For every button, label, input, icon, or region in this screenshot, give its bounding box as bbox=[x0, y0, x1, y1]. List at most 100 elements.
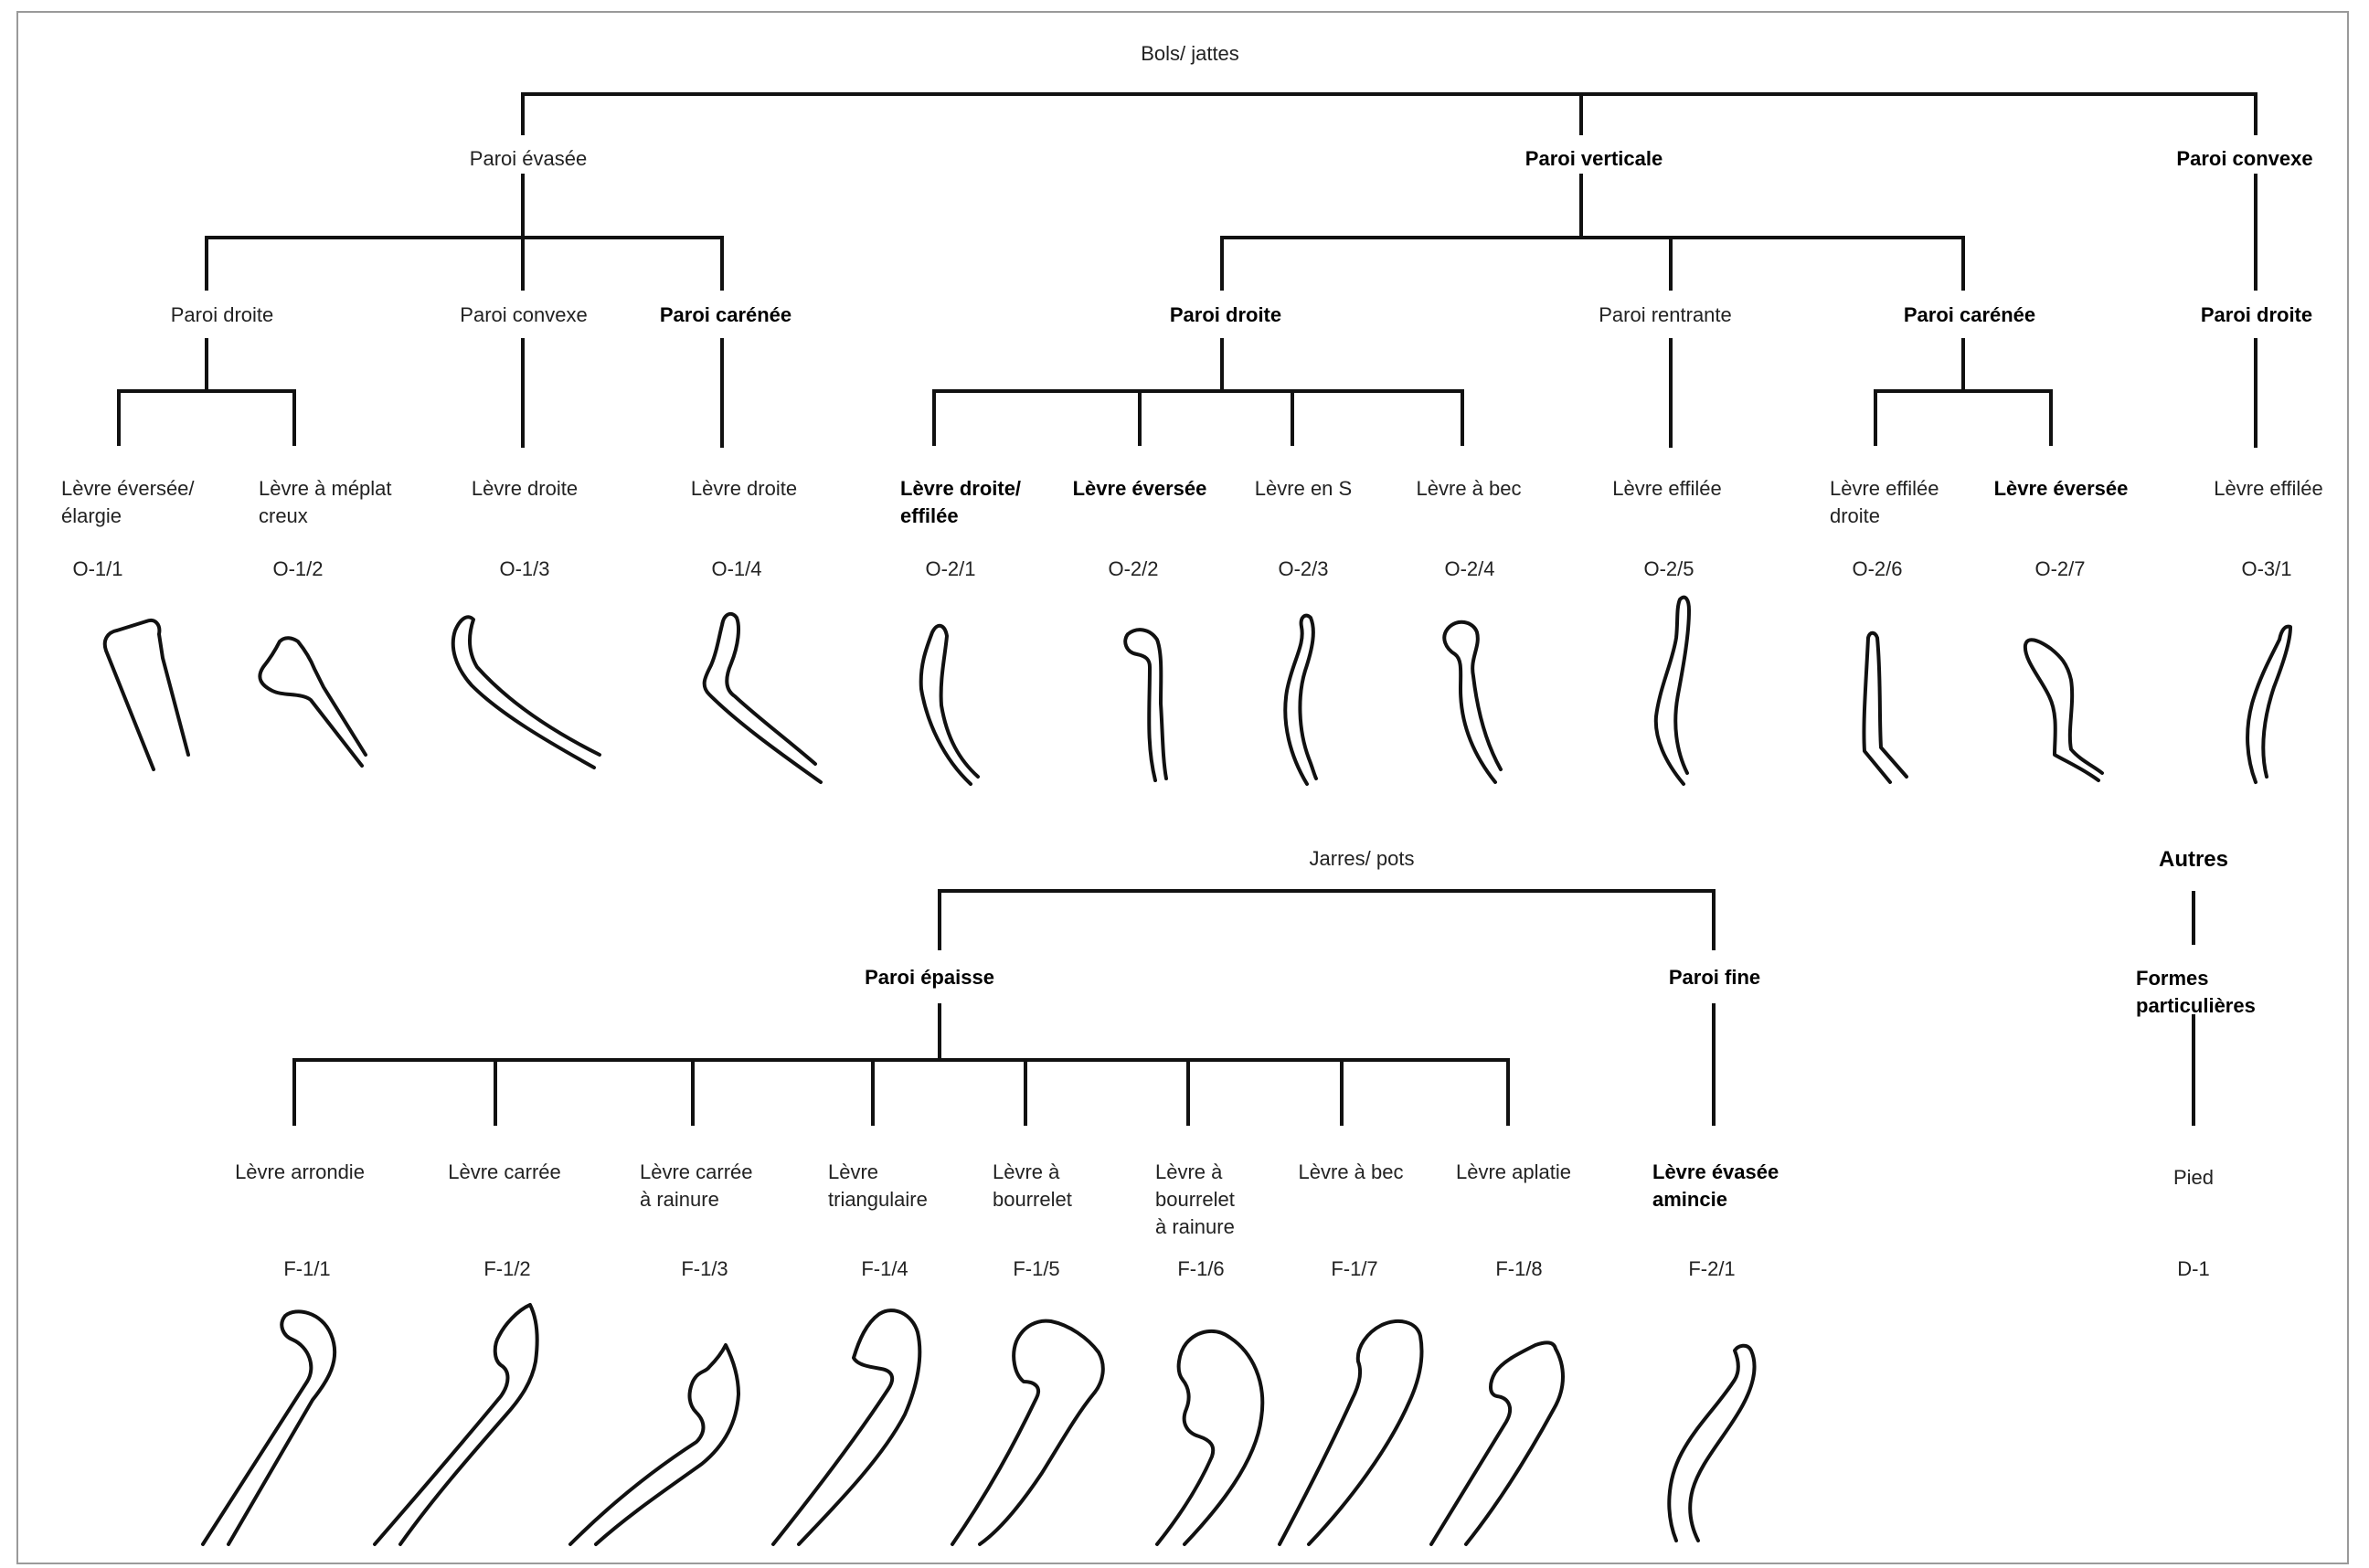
type-code: F-1/6 bbox=[1177, 1257, 1224, 1280]
jarres-tree-lines bbox=[292, 889, 1716, 1126]
type-label: Lèvre éversée bbox=[1994, 477, 2129, 500]
convexe-droite-label: Paroi droite bbox=[2201, 303, 2312, 326]
type-label: Lèvre évasée bbox=[1652, 1160, 1779, 1183]
type-code: O-2/4 bbox=[1444, 557, 1494, 580]
type-label: amincie bbox=[1652, 1188, 1727, 1211]
evasee-droite-label: Paroi droite bbox=[171, 303, 274, 326]
type-label: Lèvre droite bbox=[691, 477, 797, 500]
type-code: O-2/7 bbox=[2034, 557, 2085, 580]
type-code: F-1/8 bbox=[1495, 1257, 1542, 1280]
type-label: Lèvre arrondie bbox=[235, 1160, 365, 1183]
jarres-labels: Jarres/ pots Paroi épaisse Paroi fine Lè… bbox=[235, 847, 1779, 1280]
fine-label: Paroi fine bbox=[1669, 966, 1760, 989]
profile-F-1-1 bbox=[201, 1309, 337, 1546]
type-code: F-2/1 bbox=[1688, 1257, 1735, 1280]
profile-F-1-7 bbox=[1278, 1319, 1424, 1546]
type-code: F-1/7 bbox=[1331, 1257, 1377, 1280]
profile-F-2-1 bbox=[1667, 1343, 1757, 1542]
type-code: F-1/2 bbox=[483, 1257, 530, 1280]
pied-label: Pied bbox=[2173, 1166, 2214, 1189]
type-label: Lèvre aplatie bbox=[1456, 1160, 1571, 1183]
type-label: Lèvre éversée bbox=[1073, 477, 1207, 500]
type-label: Lèvre éversée/ bbox=[61, 477, 195, 500]
profile-O-3-1 bbox=[2246, 624, 2292, 784]
verticale-rentrante-label: Paroi rentrante bbox=[1599, 303, 1732, 326]
formes-label: Formes bbox=[2136, 967, 2208, 990]
profile-O-2-1 bbox=[919, 623, 980, 786]
bols-profiles bbox=[102, 595, 2292, 786]
type-label: Lèvre bbox=[828, 1160, 878, 1183]
epaisse-label: Paroi épaisse bbox=[865, 966, 994, 989]
type-label: bourrelet bbox=[1155, 1188, 1235, 1211]
type-label: creux bbox=[259, 504, 308, 527]
type-label: bourrelet bbox=[993, 1188, 1072, 1211]
evasee-convexe-label: Paroi convexe bbox=[460, 303, 587, 326]
profile-F-1-3 bbox=[568, 1343, 740, 1546]
profile-O-2-3 bbox=[1283, 613, 1318, 786]
profile-O-1-4 bbox=[702, 611, 823, 784]
verticale-droite-label: Paroi droite bbox=[1170, 303, 1281, 326]
type-label: Lèvre effilée bbox=[1830, 477, 1939, 500]
type-label: Lèvre droite/ bbox=[900, 477, 1021, 500]
profile-F-1-2 bbox=[373, 1303, 539, 1546]
jarres-profiles bbox=[201, 1303, 1757, 1546]
type-code: F-1/3 bbox=[681, 1257, 728, 1280]
profile-O-1-3 bbox=[451, 615, 601, 769]
profile-O-1-1 bbox=[102, 619, 190, 771]
type-label: à rainure bbox=[1155, 1215, 1235, 1238]
profile-O-2-6 bbox=[1862, 630, 1908, 784]
profile-O-2-4 bbox=[1442, 620, 1503, 784]
profile-F-1-5 bbox=[951, 1319, 1105, 1546]
profile-F-1-4 bbox=[771, 1308, 922, 1546]
verticale-label: Paroi verticale bbox=[1525, 147, 1663, 170]
type-label: Lèvre carrée bbox=[448, 1160, 561, 1183]
type-code: O-1/2 bbox=[272, 557, 323, 580]
jarres-title: Jarres/ pots bbox=[1310, 847, 1415, 870]
convexe-label: Paroi convexe bbox=[2176, 147, 2312, 170]
bols-title: Bols/ jattes bbox=[1141, 42, 1239, 65]
type-code: O-2/1 bbox=[925, 557, 975, 580]
type-label: Lèvre droite bbox=[472, 477, 578, 500]
type-label: Lèvre effilée bbox=[2214, 477, 2322, 500]
type-code: D-1 bbox=[2177, 1257, 2209, 1280]
type-label: Lèvre à méplat bbox=[259, 477, 392, 500]
type-label: Lèvre à bbox=[993, 1160, 1060, 1183]
type-label: Lèvre à bbox=[1155, 1160, 1223, 1183]
type-label: triangulaire bbox=[828, 1188, 928, 1211]
type-label: Lèvre à bec bbox=[1417, 477, 1522, 500]
type-label: Lèvre à bec bbox=[1299, 1160, 1404, 1183]
autres-branch: Autres Formes particulières Pied D-1 bbox=[2136, 847, 2256, 1280]
type-label: droite bbox=[1830, 504, 1880, 527]
type-code: F-1/1 bbox=[283, 1257, 330, 1280]
autres-title: Autres bbox=[2159, 847, 2228, 872]
evasee-carenee-label: Paroi carénée bbox=[660, 303, 791, 326]
evasee-label: Paroi évasée bbox=[470, 147, 587, 170]
type-code: O-2/5 bbox=[1643, 557, 1694, 580]
type-code: O-2/2 bbox=[1108, 557, 1158, 580]
type-code: O-1/1 bbox=[72, 557, 122, 580]
type-label: Lèvre effilée bbox=[1612, 477, 1721, 500]
type-label: élargie bbox=[61, 504, 122, 527]
type-code: O-1/4 bbox=[711, 557, 761, 580]
figure-frame bbox=[16, 11, 2349, 1564]
profile-F-1-8 bbox=[1429, 1340, 1565, 1546]
bols-tree-lines bbox=[117, 92, 2257, 448]
formes-label: particulières bbox=[2136, 994, 2256, 1017]
type-label: effilée bbox=[900, 504, 959, 527]
type-label: Lèvre en S bbox=[1255, 477, 1352, 500]
profile-O-2-7 bbox=[2023, 638, 2104, 782]
type-code: O-3/1 bbox=[2241, 557, 2291, 580]
type-label: Lèvre carrée bbox=[640, 1160, 753, 1183]
profile-F-1-6 bbox=[1155, 1329, 1265, 1546]
type-code: F-1/5 bbox=[1013, 1257, 1059, 1280]
profile-O-2-2 bbox=[1123, 628, 1168, 782]
type-label: à rainure bbox=[640, 1188, 719, 1211]
type-code: O-2/6 bbox=[1852, 557, 1902, 580]
verticale-carenee-label: Paroi carénée bbox=[1904, 303, 2035, 326]
type-code: O-1/3 bbox=[499, 557, 549, 580]
profile-O-1-2 bbox=[258, 636, 367, 768]
bols-labels: Bols/ jattes Paroi évasée Paroi vertical… bbox=[61, 42, 2323, 580]
profile-O-2-5 bbox=[1653, 595, 1691, 786]
type-code: O-2/3 bbox=[1278, 557, 1328, 580]
